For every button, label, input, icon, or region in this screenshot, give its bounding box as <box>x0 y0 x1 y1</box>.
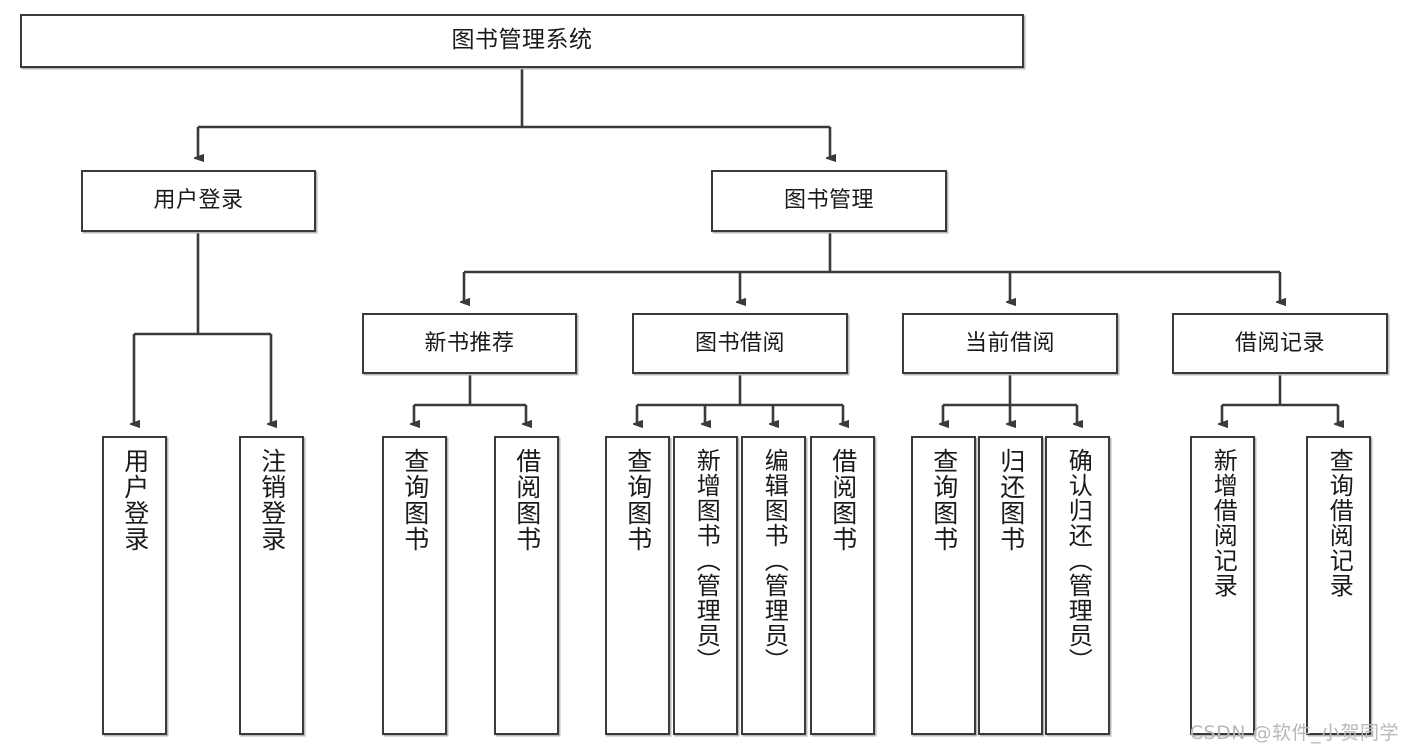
node-leaf-confirm-return-label: 确认归还（管理员） <box>1064 448 1093 673</box>
node-book-management-label: 图书管理 <box>783 188 874 214</box>
node-leaf-query-book-3-label: 查询图书 <box>929 448 959 552</box>
node-leaf-query-record-label: 查询借阅记录 <box>1325 448 1354 598</box>
node-new-book-recommend-label: 新书推荐 <box>424 330 515 356</box>
node-book-borrow-label: 图书借阅 <box>694 330 785 356</box>
node-borrow-record[interactable]: 借阅记录 <box>1172 313 1388 374</box>
node-leaf-return-book-label: 归还图书 <box>996 448 1026 552</box>
node-leaf-edit-book-label: 编辑图书（管理员） <box>760 448 789 673</box>
node-leaf-add-record-label: 新增借阅记录 <box>1209 448 1238 598</box>
node-leaf-query-book-1[interactable]: 查询图书 <box>382 436 447 735</box>
node-current-borrow[interactable]: 当前借阅 <box>902 313 1118 374</box>
node-leaf-add-record[interactable]: 新增借阅记录 <box>1190 436 1255 735</box>
node-user-login[interactable]: 用户登录 <box>81 170 316 232</box>
node-book-management[interactable]: 图书管理 <box>711 170 947 232</box>
csdn-watermark: CSDN @软件_小贺同学 <box>1189 722 1399 744</box>
node-leaf-logout-label: 注销登录 <box>257 448 287 552</box>
node-user-login-label: 用户登录 <box>153 188 244 214</box>
node-root[interactable]: 图书管理系统 <box>20 14 1024 68</box>
node-leaf-query-book-2[interactable]: 查询图书 <box>605 436 670 735</box>
node-leaf-add-book[interactable]: 新增图书（管理员） <box>673 436 738 735</box>
node-book-borrow[interactable]: 图书借阅 <box>632 313 848 374</box>
node-leaf-query-book-2-label: 查询图书 <box>623 448 653 552</box>
node-current-borrow-label: 当前借阅 <box>964 330 1055 356</box>
node-leaf-borrow-book-2-label: 借阅图书 <box>828 448 858 552</box>
node-leaf-return-book[interactable]: 归还图书 <box>978 436 1043 735</box>
node-leaf-logout[interactable]: 注销登录 <box>239 436 304 735</box>
node-leaf-confirm-return[interactable]: 确认归还（管理员） <box>1045 436 1110 735</box>
node-leaf-borrow-book-2[interactable]: 借阅图书 <box>810 436 875 735</box>
node-leaf-query-book-1-label: 查询图书 <box>400 448 430 552</box>
node-leaf-user-login-label: 用户登录 <box>120 448 150 552</box>
node-leaf-borrow-book-1-label: 借阅图书 <box>512 448 542 552</box>
node-borrow-record-label: 借阅记录 <box>1234 330 1325 356</box>
node-leaf-add-book-label: 新增图书（管理员） <box>692 448 721 673</box>
node-leaf-edit-book[interactable]: 编辑图书（管理员） <box>741 436 806 735</box>
node-leaf-borrow-book-1[interactable]: 借阅图书 <box>494 436 559 735</box>
node-leaf-user-login[interactable]: 用户登录 <box>102 436 167 735</box>
node-new-book-recommend[interactable]: 新书推荐 <box>362 313 577 374</box>
node-leaf-query-record[interactable]: 查询借阅记录 <box>1306 436 1371 735</box>
node-root-label: 图书管理系统 <box>451 27 593 54</box>
node-leaf-query-book-3[interactable]: 查询图书 <box>911 436 976 735</box>
